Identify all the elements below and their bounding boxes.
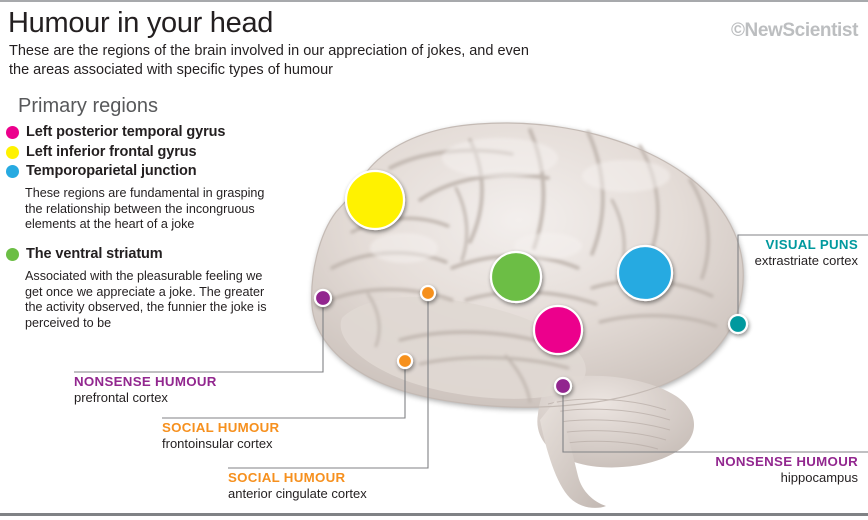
callout-kicker: Nonsense humour <box>715 454 858 469</box>
marker-hippocampus[interactable] <box>553 376 573 396</box>
legend-heading: Primary regions <box>18 95 159 117</box>
callout-kicker: Social humour <box>228 470 346 485</box>
legend-item-left-posterior-temporal-gyrus: Left posterior temporal gyrus <box>6 124 225 140</box>
legend-primary-note: These regions are fundamental in graspin… <box>25 186 265 232</box>
callout-anterior-cingulate-cortex: Social humour anterior cingulate cortex <box>228 470 367 501</box>
callout-sub: frontoinsular cortex <box>162 436 273 451</box>
leader-frontoinsular-cortex <box>162 368 406 419</box>
marker-anterior-cingulate-cortex[interactable] <box>419 284 437 302</box>
callout-sub: extrastriate cortex <box>754 253 858 268</box>
leader-anterior-cingulate-cortex <box>228 300 429 469</box>
marker-left-posterior-temporal-gyrus[interactable] <box>532 304 584 356</box>
callout-kicker: Visual puns <box>765 237 858 252</box>
legend-secondary-note: Associated with the pleasurable feeling … <box>25 269 267 330</box>
leader-hippocampus <box>562 394 868 453</box>
legend-item-temporoparietal-junction: Temporoparietal junction <box>6 163 197 179</box>
callout-prefrontal-cortex: Nonsense humour prefrontal cortex <box>74 374 217 405</box>
page-title: Humour in your head <box>8 7 274 39</box>
legend-item-ventral-striatum: The ventral striatum <box>6 246 163 262</box>
marker-extrastriate-cortex[interactable] <box>727 313 749 335</box>
legend-label: Temporoparietal junction <box>26 163 197 179</box>
legend-swatch-magenta <box>6 125 19 139</box>
legend-item-left-inferior-frontal-gyrus: Left inferior frontal gyrus <box>6 144 197 160</box>
legend-label: Left inferior frontal gyrus <box>26 144 197 160</box>
legend-swatch-yellow <box>6 145 19 159</box>
newscientist-logo: ©NewScientist <box>730 20 858 41</box>
brain-stem <box>540 400 606 508</box>
temporal-lobe <box>340 296 586 399</box>
page-subtitle: These are the regions of the brain invol… <box>9 43 529 78</box>
callout-sub: hippocampus <box>780 470 858 485</box>
top-rule <box>0 0 868 2</box>
callout-sub: prefrontal cortex <box>74 390 168 405</box>
legend-label: The ventral striatum <box>26 246 163 262</box>
bottom-rule <box>0 513 868 516</box>
marker-frontoinsular-cortex[interactable] <box>396 352 414 370</box>
marker-temporoparietal-junction[interactable] <box>616 244 674 302</box>
marker-ventral-striatum[interactable] <box>489 250 543 304</box>
callout-extrastriate-cortex: Visual puns extrastriate cortex <box>755 237 858 268</box>
callout-kicker: Nonsense humour <box>74 374 217 389</box>
callout-kicker: Social humour <box>162 420 280 435</box>
callout-sub: anterior cingulate cortex <box>228 486 367 501</box>
legend-label: Left posterior temporal gyrus <box>26 124 226 140</box>
legend-swatch-green <box>6 247 19 261</box>
marker-prefrontal-cortex[interactable] <box>313 288 333 308</box>
marker-left-inferior-frontal-gyrus[interactable] <box>344 169 406 231</box>
leader-extrastriate-cortex <box>737 234 868 324</box>
legend-swatch-blue <box>6 164 19 178</box>
callout-hippocampus: Nonsense humour hippocampus <box>715 454 858 485</box>
callout-frontoinsular-cortex: Social humour frontoinsular cortex <box>162 420 279 451</box>
leader-prefrontal-cortex <box>74 306 324 373</box>
